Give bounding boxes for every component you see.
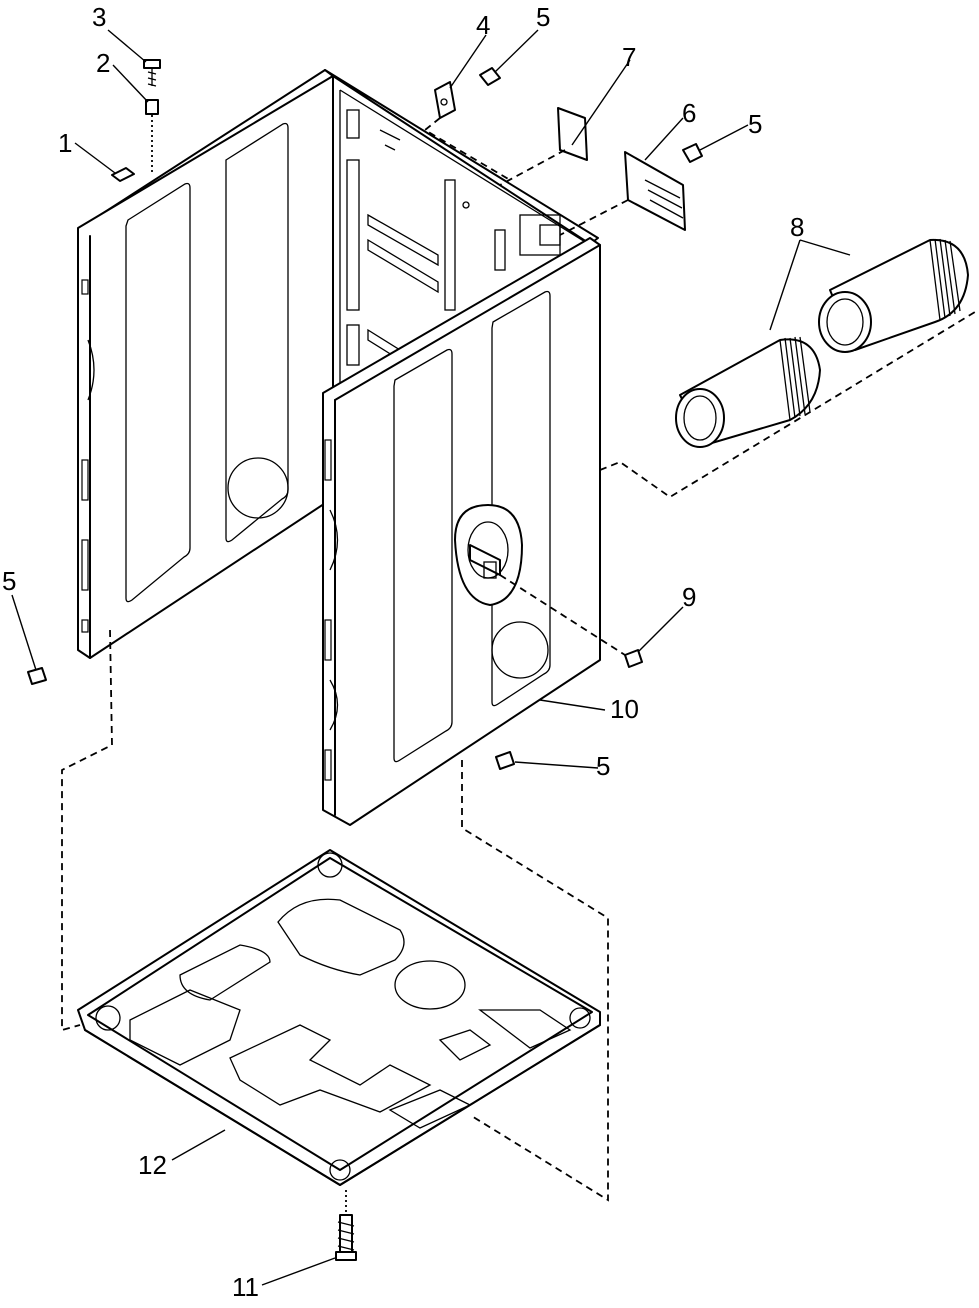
bracket-part-4 (434, 81, 456, 119)
duct-tubes (675, 238, 969, 448)
plug-part-1 (111, 167, 135, 182)
callout-1: 1 (58, 128, 72, 158)
callout-11: 11 (232, 1272, 259, 1302)
callout-9: 9 (682, 582, 696, 612)
callout-5-left: 5 (2, 566, 16, 596)
screw-part-5-right (682, 143, 703, 163)
callout-3: 3 (92, 2, 106, 32)
leader-lines (11, 29, 851, 1286)
left-panel-holes (81, 279, 89, 633)
screw-part-5-top (479, 67, 501, 86)
left-side-panel (77, 75, 334, 659)
alignment-lines (61, 115, 976, 1215)
callout-2: 2 (96, 48, 110, 78)
exhaust-outlet (454, 504, 523, 606)
leveling-leg-part-11 (335, 1214, 357, 1261)
label-part-7 (557, 107, 588, 161)
callout-5-top: 5 (536, 2, 550, 32)
callout-10: 10 (610, 694, 639, 724)
callout-labels: 1 2 3 4 5 5 5 5 6 7 8 9 10 11 12 (2, 2, 804, 1302)
screw-part-3 (143, 59, 161, 87)
base-pan (77, 849, 601, 1186)
callout-4: 4 (476, 10, 490, 40)
spacer-part-2 (145, 99, 159, 115)
plate-part-6 (624, 151, 686, 231)
small-parts (27, 59, 703, 1261)
callout-5-right: 5 (748, 109, 762, 139)
screw-part-5-left (27, 667, 47, 685)
screw-part-9 (624, 649, 643, 668)
callout-8: 8 (790, 212, 804, 242)
screw-part-5-bottom (495, 751, 515, 770)
callout-5-bottom: 5 (596, 751, 610, 781)
callout-7: 7 (622, 42, 636, 72)
callout-12: 12 (138, 1150, 167, 1180)
callout-6: 6 (682, 98, 696, 128)
back-wall-details (346, 109, 561, 366)
